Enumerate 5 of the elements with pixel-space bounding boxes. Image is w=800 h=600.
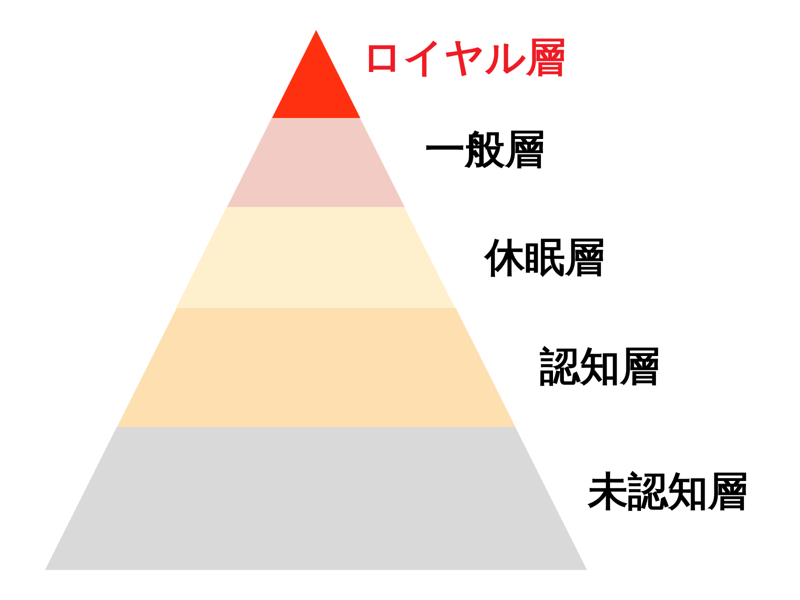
tier-label: 未認知層 <box>588 470 748 514</box>
tier-label: 休眠層 <box>484 236 605 280</box>
tier-label: ロイヤル層 <box>362 36 566 80</box>
tier-label: 一般層 <box>424 128 545 172</box>
tier-label: 認知層 <box>540 345 660 389</box>
